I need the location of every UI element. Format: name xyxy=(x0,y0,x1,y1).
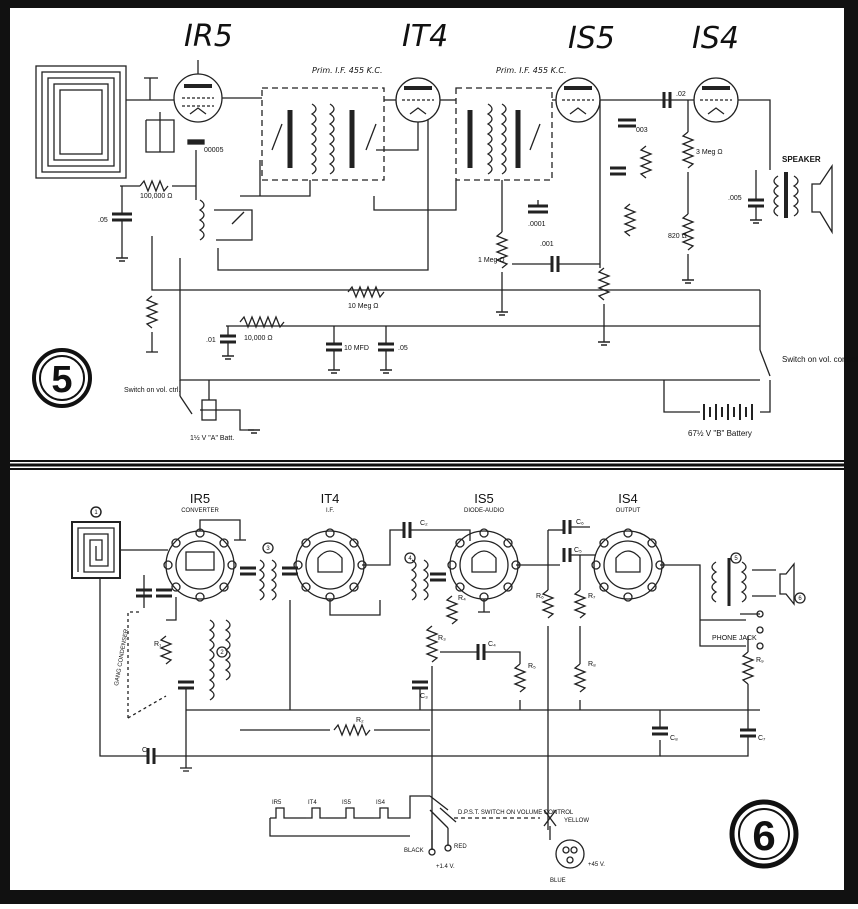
tube-role-1t4: I.F. xyxy=(326,508,334,514)
marker-6: 6 xyxy=(798,596,802,602)
label-c-02: .02 xyxy=(676,91,686,98)
label-b-battery: 67½ V "B" Battery xyxy=(688,429,752,438)
label-c6: C₆ xyxy=(576,519,584,526)
label-r1: R₁ xyxy=(154,641,162,648)
top-value-labels: 00005 100,000 Ω .05 10 Meg Ω 10,000 Ω .0… xyxy=(98,91,858,442)
label-r2: R₂ xyxy=(356,717,364,724)
label-r-3meg: 3 Meg Ω xyxy=(696,149,723,156)
marker-5: 5 xyxy=(734,556,738,562)
label-c-0001: .0001 xyxy=(528,221,546,228)
panel-bottom xyxy=(10,470,844,890)
label-r-820: 820 Ω xyxy=(668,233,687,240)
label-c-05: .05 xyxy=(98,217,108,224)
marker-4: 4 xyxy=(408,556,412,562)
label-fil-1s5: IS5 xyxy=(342,800,352,806)
tube-label-1t4: IT4 xyxy=(402,19,448,54)
label-c3: C₃ xyxy=(420,693,428,700)
figure-6-badge: 6 xyxy=(729,799,799,869)
label-c-05b: .05 xyxy=(398,345,408,352)
label-c-001: .001 xyxy=(540,241,554,248)
bottom-wiring xyxy=(99,519,795,869)
label-c-003: 003 xyxy=(636,127,648,134)
label-speaker: SPEAKER xyxy=(782,155,821,164)
panel-top xyxy=(10,8,844,460)
label-c7: C₇ xyxy=(758,735,766,742)
marker-1: 1 xyxy=(94,510,98,516)
label-c1: C₁ xyxy=(142,747,150,754)
label-fil-1s4: IS4 xyxy=(376,800,386,806)
label-c-00005: 00005 xyxy=(204,147,224,154)
if-label-2: Prim. I.F. 455 K.C. xyxy=(496,66,567,75)
label-c4: C₄ xyxy=(488,641,496,648)
label-fil-1t4: IT4 xyxy=(308,800,317,806)
label-r-1meg: 1 Meg Ω xyxy=(478,257,505,264)
tube-role-1s4: OUTPUT xyxy=(616,508,641,514)
if-transformer-2 xyxy=(455,87,553,181)
label-c-005: .005 xyxy=(728,195,742,202)
bottom-schematic: IR5 CONVERTER IT4 I.F. IS5 DIODE-AUDIO I… xyxy=(71,491,806,884)
label-c2: C₂ xyxy=(420,520,428,527)
top-schematic: IR5 IT4 IS5 IS4 xyxy=(32,19,858,442)
socket-1s4 xyxy=(591,528,665,602)
if-label-1: Prim. I.F. 455 K.C. xyxy=(312,66,383,75)
tube-title-1t4: IT4 xyxy=(321,491,340,506)
label-r7: R₇ xyxy=(588,593,596,600)
label-r-10meg: 10 Meg Ω xyxy=(348,303,379,310)
label-switch-left: Switch on vol. ctrl. xyxy=(124,387,180,394)
label-wire-red: RED xyxy=(454,844,467,850)
tube-label-1s4: IS4 xyxy=(692,21,739,56)
label-r9: R₉ xyxy=(756,657,764,664)
figure-6-number: 6 xyxy=(752,812,775,859)
label-b-plus: +45 V. xyxy=(588,862,605,868)
loop-antenna xyxy=(35,65,127,179)
label-wire-black: BLACK xyxy=(404,848,424,854)
label-r6: R₆ xyxy=(536,593,544,600)
tube-title-1r5: IR5 xyxy=(190,491,210,506)
tube-title-1s4: IS4 xyxy=(618,491,638,506)
label-c-01: .01 xyxy=(206,337,216,344)
label-dpst-switch: D.P.S.T. SWITCH ON VOLUME CONTROL xyxy=(458,810,574,816)
label-r-10000: 10,000 Ω xyxy=(244,335,273,342)
label-r4: R₄ xyxy=(458,595,466,602)
label-fil-1r5: IR5 xyxy=(272,800,282,806)
label-switch-right: Switch on vol. control xyxy=(782,355,858,364)
label-r-100k: 100,000 Ω xyxy=(140,193,172,200)
label-c8: C₈ xyxy=(670,735,678,742)
tube-label-1r5: IR5 xyxy=(184,19,233,54)
label-r8: R₈ xyxy=(588,661,596,668)
label-a-battery: 1½ V "A" Batt. xyxy=(190,434,234,442)
label-a-plus: +1.4 V. xyxy=(436,864,455,870)
tube-role-1s5: DIODE-AUDIO xyxy=(464,508,504,514)
marker-2: 2 xyxy=(220,650,224,656)
label-r5: R₅ xyxy=(528,663,536,670)
figure-5-badge: 5 xyxy=(32,348,92,408)
tube-label-1s5: IS5 xyxy=(568,21,615,56)
marker-3: 3 xyxy=(266,546,270,552)
label-c-10mfd: 10 MFD xyxy=(344,345,369,352)
label-c5: C₅ xyxy=(574,547,582,554)
label-phone-jack: PHONE JACK xyxy=(712,635,757,642)
label-wire-blue: BLUE xyxy=(550,878,566,884)
label-wire-yellow: YELLOW xyxy=(564,818,589,824)
marker-circles xyxy=(90,506,806,658)
figure-5-number: 5 xyxy=(51,359,72,401)
if-transformer-1 xyxy=(261,87,385,181)
top-wiring xyxy=(112,60,833,434)
label-r3: R₃ xyxy=(438,635,446,642)
tube-title-1s5: IS5 xyxy=(474,491,494,506)
tube-role-1r5: CONVERTER xyxy=(181,508,219,514)
